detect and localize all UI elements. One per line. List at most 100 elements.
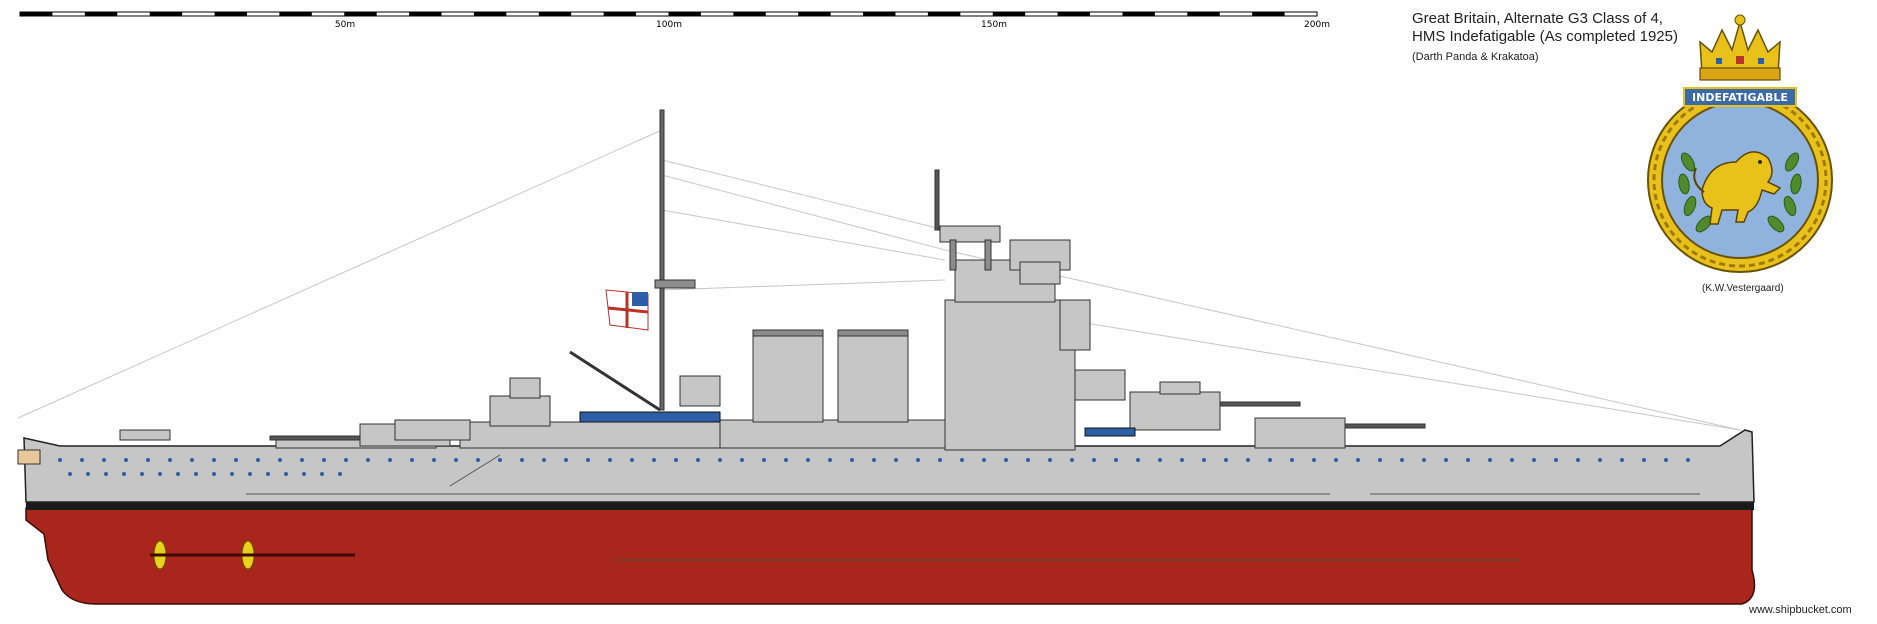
scale-segment <box>409 12 442 16</box>
porthole <box>300 458 304 462</box>
scale-label-150m: 150m <box>981 20 1007 30</box>
porthole <box>1620 458 1624 462</box>
porthole <box>176 472 180 476</box>
porthole <box>630 458 634 462</box>
porthole <box>68 472 72 476</box>
porthole <box>58 458 62 462</box>
porthole <box>1510 458 1514 462</box>
scale-segment <box>1057 12 1091 16</box>
porthole <box>1048 458 1052 462</box>
porthole <box>1422 458 1426 462</box>
porthole <box>1532 458 1536 462</box>
porthole <box>1598 458 1602 462</box>
porthole <box>740 458 744 462</box>
porthole <box>1268 458 1272 462</box>
title-line-2: HMS Indefatigable (As completed 1925) <box>1412 28 1678 45</box>
lion-icon <box>1693 151 1782 225</box>
porthole <box>476 458 480 462</box>
bridge-tower <box>944 299 1076 451</box>
porthole <box>564 458 568 462</box>
porthole <box>1334 458 1338 462</box>
scale-segment <box>538 12 572 16</box>
portholes-row <box>58 458 1690 476</box>
porthole <box>1642 458 1646 462</box>
scale-segment <box>20 12 53 16</box>
porthole <box>432 458 436 462</box>
scale-segment <box>149 12 183 16</box>
crest-motto: INDEFATIGABLE <box>1692 91 1788 104</box>
porthole <box>410 458 414 462</box>
porthole <box>608 458 612 462</box>
porthole <box>366 458 370 462</box>
scale-bar <box>19 11 1318 17</box>
title-line-1: Great Britain, Alternate G3 Class of 4, <box>1412 10 1663 27</box>
porthole <box>102 458 106 462</box>
scale-label-200m: 200m <box>1304 20 1330 30</box>
porthole <box>1224 458 1228 462</box>
laurel-icon <box>1678 152 1802 233</box>
turret-x <box>1254 417 1346 449</box>
porthole <box>542 458 546 462</box>
porthole <box>158 472 162 476</box>
porthole <box>278 458 282 462</box>
scale-segment <box>344 12 377 16</box>
porthole <box>86 472 90 476</box>
porthole <box>1114 458 1118 462</box>
porthole <box>652 458 656 462</box>
naval-crown-icon <box>1699 14 1781 81</box>
porthole <box>916 458 920 462</box>
porthole <box>762 458 766 462</box>
scale-segment <box>733 12 766 16</box>
mainmast <box>659 109 665 411</box>
scale-segment <box>279 12 312 16</box>
porthole <box>1202 458 1206 462</box>
scale-segment <box>668 12 701 16</box>
porthole <box>1246 458 1250 462</box>
white-ensign-icon <box>605 289 649 331</box>
porthole <box>1092 458 1096 462</box>
funnel-forward <box>752 329 824 423</box>
porthole <box>1664 458 1668 462</box>
porthole <box>828 458 832 462</box>
porthole <box>718 458 722 462</box>
porthole <box>320 472 324 476</box>
porthole <box>212 458 216 462</box>
porthole <box>1576 458 1580 462</box>
porthole <box>696 458 700 462</box>
porthole <box>234 458 238 462</box>
porthole <box>388 458 392 462</box>
porthole <box>872 458 876 462</box>
propellers <box>150 540 355 570</box>
porthole <box>122 472 126 476</box>
porthole <box>894 458 898 462</box>
ship-boats <box>579 411 1136 437</box>
boot-topping <box>26 502 1754 510</box>
lower-hull-red <box>25 507 1756 605</box>
porthole <box>212 472 216 476</box>
porthole <box>1004 458 1008 462</box>
porthole <box>344 458 348 462</box>
porthole <box>1466 458 1470 462</box>
porthole <box>168 458 172 462</box>
porthole <box>140 472 144 476</box>
porthole <box>806 458 810 462</box>
porthole <box>248 472 252 476</box>
porthole <box>338 472 342 476</box>
porthole <box>266 472 270 476</box>
porthole <box>1136 458 1140 462</box>
porthole <box>1444 458 1448 462</box>
scale-label-50m: 50m <box>334 20 356 30</box>
porthole <box>982 458 986 462</box>
porthole <box>80 458 84 462</box>
porthole <box>1378 458 1382 462</box>
drawing-title-block: Great Britain, Alternate G3 Class of 4, … <box>1412 10 1678 66</box>
porthole <box>256 458 260 462</box>
author-credit: (Darth Panda & Krakatoa) <box>1412 51 1539 63</box>
porthole <box>194 472 198 476</box>
porthole <box>1070 458 1074 462</box>
superstructure <box>17 109 1426 465</box>
porthole <box>1356 458 1360 462</box>
porthole <box>586 458 590 462</box>
porthole <box>302 472 306 476</box>
porthole <box>784 458 788 462</box>
